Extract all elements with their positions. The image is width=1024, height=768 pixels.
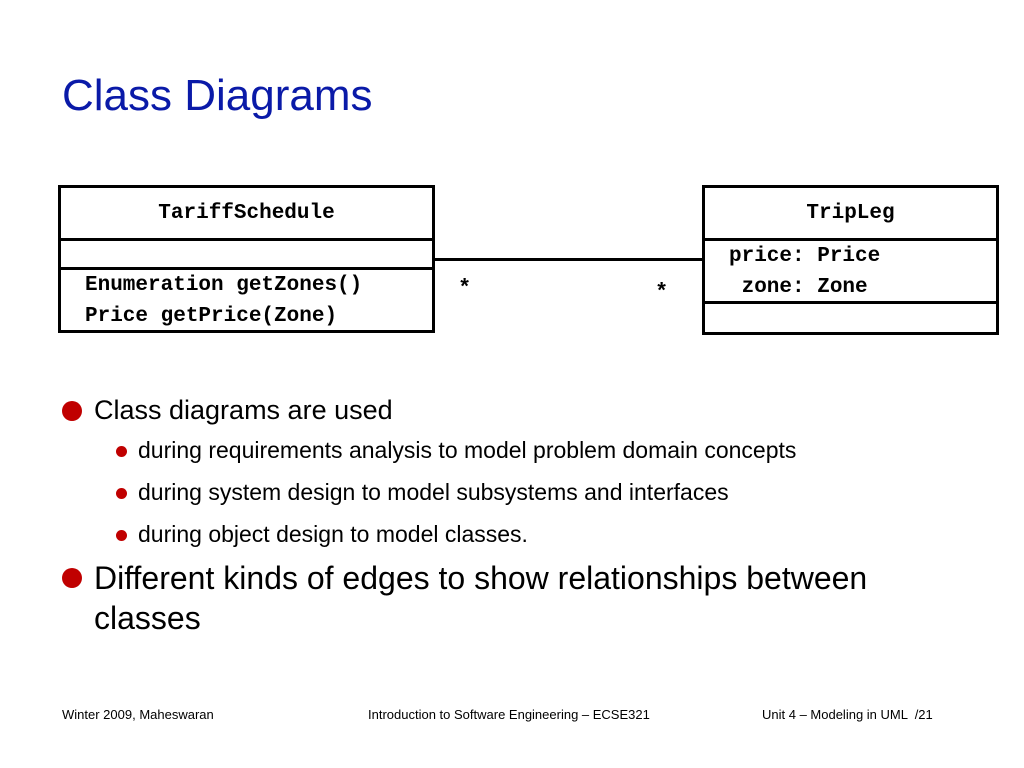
sub-bullet-text: during system design to model subsystems… [138, 479, 729, 505]
slide-title: Class Diagrams [62, 71, 373, 120]
attributes-compartment-tariff-schedule [61, 238, 432, 267]
footer-left: Winter 2009, Maheswaran [62, 707, 214, 722]
attributes-compartment-trip-leg: price: Price zone: Zone [705, 238, 996, 301]
multiplicity-right: * [655, 280, 669, 305]
class-name-trip-leg: TripLeg [806, 201, 895, 225]
bullet-text: Class diagrams are used [94, 395, 393, 425]
operations-compartment-trip-leg [705, 301, 996, 332]
footer-right: Unit 4 – Modeling in UML /21 [762, 707, 933, 722]
footer-center: Introduction to Software Engineering – E… [368, 707, 650, 722]
operations-compartment-tariff-schedule: Enumeration getZones() Price getPrice(Zo… [61, 267, 432, 330]
attribute-price: price: Price [729, 245, 881, 268]
sub-bullet-dot-icon [116, 488, 127, 499]
attribute-zone: zone: Zone [729, 276, 868, 299]
bullet-list: Class diagrams are used during requireme… [62, 392, 962, 642]
sub-bullet-text: during object design to model classes. [138, 521, 528, 547]
bullet-dot-icon [62, 401, 82, 421]
class-box-trip-leg: TripLeg price: Price zone: Zone [702, 185, 999, 335]
sub-bullet-item: during system design to model subsystems… [62, 474, 962, 510]
bullet-item: Class diagrams are used [62, 392, 962, 428]
operation-get-zones: Enumeration getZones() [85, 274, 363, 297]
sub-bullet-item: during requirements analysis to model pr… [62, 432, 962, 468]
operation-get-price: Price getPrice(Zone) [85, 305, 338, 328]
multiplicity-left: * [458, 276, 472, 301]
sub-bullet-item: during object design to model classes. [62, 516, 962, 552]
association-line [435, 258, 702, 261]
bullet-dot-icon [62, 568, 82, 588]
bullet-item: Different kinds of edges to show relatio… [62, 558, 962, 638]
sub-bullet-text: during requirements analysis to model pr… [138, 437, 797, 463]
bullet-text: Different kinds of edges to show relatio… [94, 560, 868, 636]
class-name-tariff-schedule: TariffSchedule [158, 201, 335, 225]
class-box-tariff-schedule: TariffSchedule Enumeration getZones() Pr… [58, 185, 435, 333]
sub-bullet-dot-icon [116, 530, 127, 541]
sub-bullet-dot-icon [116, 446, 127, 457]
